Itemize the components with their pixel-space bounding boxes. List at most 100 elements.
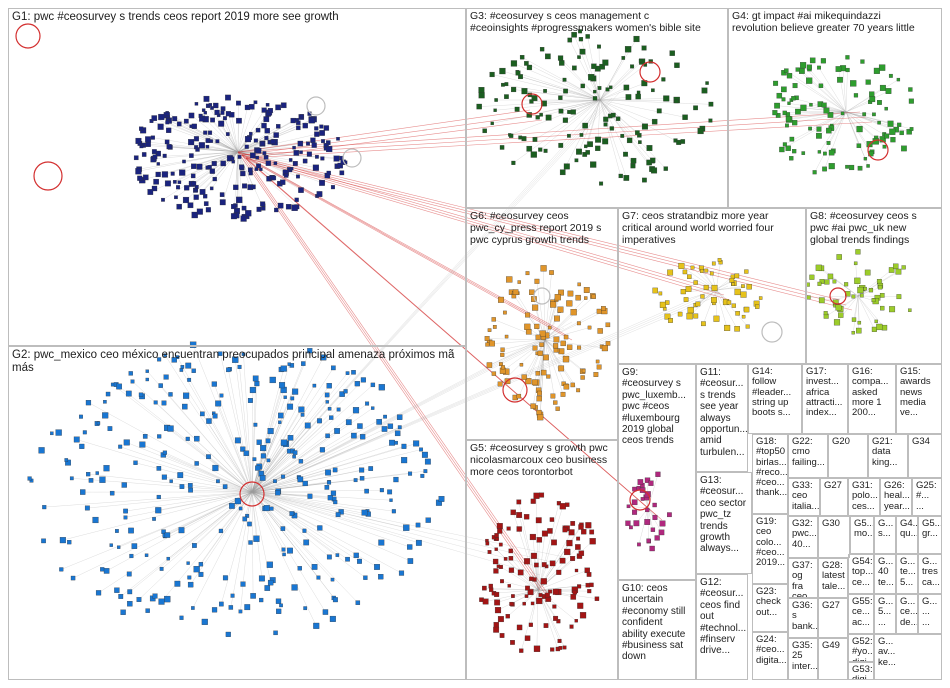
node-g8[interactable] (888, 267, 895, 273)
node-g1[interactable] (330, 185, 335, 190)
node-g3[interactable] (567, 37, 573, 43)
node-g7[interactable] (711, 261, 716, 266)
node-g2[interactable] (126, 571, 132, 577)
node-g5[interactable] (533, 492, 540, 499)
node-g3[interactable] (476, 103, 482, 110)
node-g2[interactable] (179, 368, 184, 372)
group-box-g36[interactable]: G36: s bank... (788, 598, 818, 638)
node-g7[interactable] (693, 280, 698, 285)
node-g5[interactable] (517, 569, 524, 576)
node-g2[interactable] (300, 413, 305, 417)
node-g4[interactable] (773, 80, 779, 86)
node-g2[interactable] (139, 441, 146, 448)
node-g2[interactable] (102, 412, 109, 419)
group-box-g19[interactable]: G19: ceo colo... #ceo... 2019... (752, 514, 788, 584)
node-g2[interactable] (248, 540, 253, 545)
node-g2[interactable] (161, 529, 166, 534)
node-g2[interactable] (298, 406, 305, 413)
node-g3[interactable] (578, 29, 583, 34)
node-g8[interactable] (836, 254, 842, 260)
node-g8[interactable] (889, 306, 896, 313)
node-g2[interactable] (336, 407, 341, 412)
node-g2[interactable] (301, 361, 306, 366)
node-g2[interactable] (127, 601, 133, 607)
node-g4[interactable] (779, 146, 785, 153)
node-g5[interactable] (494, 591, 500, 597)
node-g1[interactable] (315, 154, 319, 159)
node-g1[interactable] (273, 132, 279, 138)
node-g3[interactable] (638, 140, 642, 144)
node-g1[interactable] (255, 127, 261, 133)
node-g5[interactable] (505, 614, 510, 619)
node-g7[interactable] (711, 284, 718, 291)
node-g1[interactable] (296, 125, 301, 131)
node-g1[interactable] (265, 103, 270, 107)
node-g2[interactable] (152, 517, 156, 521)
node-g2[interactable] (408, 471, 413, 476)
node-g1[interactable] (161, 171, 169, 178)
node-g1[interactable] (275, 104, 281, 111)
node-g2[interactable] (238, 506, 243, 511)
node-g2[interactable] (201, 618, 208, 625)
node-g7[interactable] (745, 324, 750, 329)
node-g2[interactable] (393, 476, 399, 483)
node-g4[interactable] (862, 112, 867, 117)
node-g4[interactable] (785, 145, 791, 151)
node-g7[interactable] (709, 271, 714, 276)
node-g2[interactable] (95, 471, 99, 475)
node-g2[interactable] (79, 443, 85, 449)
node-g1[interactable] (191, 123, 197, 129)
node-g3[interactable] (605, 87, 610, 92)
node-g2[interactable] (327, 407, 332, 411)
node-g1[interactable] (194, 188, 199, 192)
node-g3[interactable] (526, 64, 533, 71)
node-g2[interactable] (217, 351, 223, 356)
node-g2[interactable] (164, 595, 171, 603)
node-g2[interactable] (216, 479, 220, 484)
node-g3[interactable] (562, 77, 567, 82)
node-g3[interactable] (693, 105, 698, 111)
node-g1[interactable] (319, 179, 325, 186)
node-g6[interactable] (498, 296, 504, 303)
node-g4[interactable] (877, 120, 881, 125)
node-g1[interactable] (231, 204, 237, 210)
node-g3[interactable] (630, 64, 635, 69)
node-g3[interactable] (582, 122, 588, 129)
node-g2[interactable] (237, 364, 242, 369)
node-g1[interactable] (162, 153, 167, 158)
node-g4[interactable] (781, 97, 786, 102)
node-g2[interactable] (256, 439, 262, 445)
node-g2[interactable] (357, 423, 363, 429)
group-box-g34[interactable]: G34 (908, 434, 942, 478)
node-g2[interactable] (131, 543, 138, 549)
node-g1[interactable] (203, 95, 210, 102)
node-g2[interactable] (206, 418, 212, 424)
node-g2[interactable] (41, 538, 46, 544)
node-g2[interactable] (354, 381, 360, 387)
group-box-g53[interactable]: G53: digi... (848, 662, 874, 680)
node-g2[interactable] (138, 392, 144, 397)
node-g6[interactable] (539, 342, 544, 347)
node-g6[interactable] (576, 321, 581, 326)
node-g1[interactable] (209, 186, 214, 191)
node-g2[interactable] (424, 458, 431, 465)
node-g2[interactable] (88, 478, 94, 483)
node-g3[interactable] (674, 98, 679, 104)
node-g2[interactable] (370, 382, 376, 388)
node-g4[interactable] (792, 149, 797, 154)
node-g4[interactable] (873, 67, 880, 74)
node-g2[interactable] (59, 567, 64, 572)
node-g6[interactable] (537, 414, 544, 421)
node-g1[interactable] (211, 161, 217, 167)
node-g2[interactable] (389, 439, 395, 446)
node-g4[interactable] (809, 103, 813, 107)
node-g4[interactable] (823, 107, 830, 114)
node-g4[interactable] (792, 83, 798, 89)
node-g2[interactable] (241, 352, 246, 356)
node-g3[interactable] (680, 139, 686, 144)
node-g3[interactable] (697, 127, 704, 135)
node-g2[interactable] (64, 458, 69, 462)
node-g2[interactable] (335, 553, 340, 557)
group-box-g33[interactable]: G33: ceo italia... (788, 478, 820, 516)
node-g3[interactable] (609, 126, 614, 131)
